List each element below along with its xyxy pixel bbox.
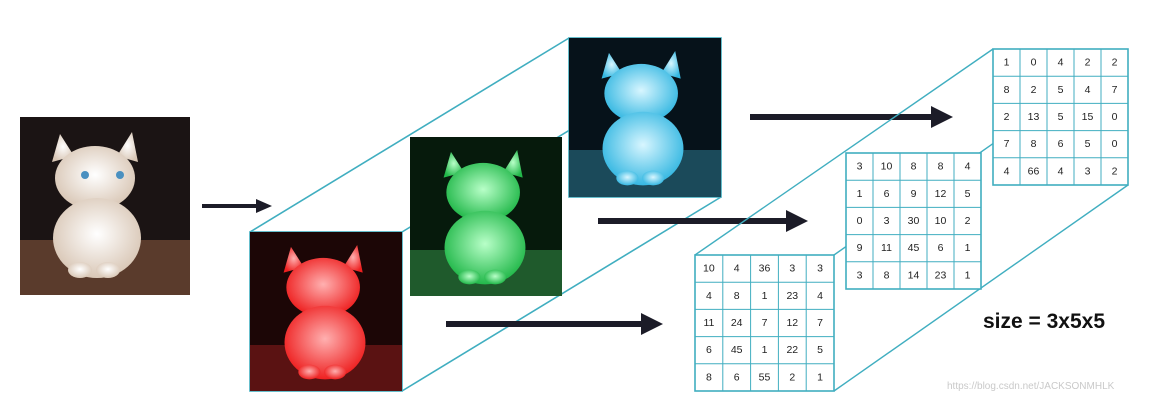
green-matrix-border	[845, 152, 982, 290]
red-matrix-cell: 1	[817, 371, 823, 383]
blue-matrix-cell: 1	[1004, 57, 1010, 69]
blue-matrix-cell: 2	[1085, 57, 1091, 69]
red-matrix-cell: 8	[734, 290, 740, 302]
red-matrix-cell: 11	[703, 317, 714, 329]
green-matrix-cell: 10	[881, 161, 893, 173]
red-matrix-cell: 45	[731, 344, 743, 356]
green-matrix-cell: 3	[857, 269, 863, 281]
blue-matrix-cell: 4	[1085, 84, 1091, 96]
red-matrix-cell: 6	[734, 371, 740, 383]
blue-matrix-cell: 8	[1004, 84, 1010, 96]
blue-matrix-cell: 0	[1112, 111, 1118, 123]
green-matrix-cell: 0	[857, 215, 863, 227]
green-matrix-cell: 8	[938, 161, 944, 173]
blue-matrix-cell: 5	[1058, 84, 1064, 96]
green-matrix-cell: 5	[965, 188, 971, 200]
red-matrix-cell: 3	[789, 263, 795, 275]
red-matrix-cell: 5	[817, 344, 823, 356]
red-matrix-cell: 4	[706, 290, 712, 302]
red-matrix-cell: 24	[731, 317, 743, 329]
green-matrix-cell: 14	[908, 269, 920, 281]
red-matrix-cell: 7	[817, 317, 823, 329]
arrow-blue-to-matrix	[750, 106, 953, 128]
red-matrix-cell: 55	[759, 371, 771, 383]
blue-channel-matrix: 1 0 4 2 2 8 2 5 4 7 2 13 5 15 0 7 8 6 5 0 4 66 4 3 2	[992, 48, 1129, 186]
green-matrix-cell: 23	[935, 269, 947, 281]
blue-matrix-cell: 7	[1004, 138, 1010, 150]
red-matrix-cell: 3	[817, 263, 823, 275]
blue-matrix-cell: 4	[1004, 165, 1010, 177]
blue-matrix-cell: 13	[1028, 111, 1040, 123]
red-matrix-cell: 7	[762, 317, 768, 329]
green-matrix-cell: 30	[908, 215, 920, 227]
blue-matrix-cell: 4	[1058, 57, 1064, 69]
blue-matrix-cell: 5	[1058, 111, 1064, 123]
blue-matrix-cell: 0	[1112, 138, 1118, 150]
arrow-red-to-matrix	[446, 313, 663, 335]
green-matrix-cell: 6	[938, 242, 944, 254]
green-matrix-cell: 9	[911, 188, 917, 200]
red-matrix-cell: 36	[759, 263, 771, 275]
green-matrix-cell: 6	[884, 188, 890, 200]
original-cat-photo	[20, 117, 190, 295]
blue-matrix-cell: 2	[1004, 111, 1010, 123]
green-matrix-cell: 4	[965, 161, 971, 173]
green-matrix-cell: 3	[884, 215, 890, 227]
blue-matrix-cell: 66	[1028, 165, 1040, 177]
red-matrix-cell: 12	[786, 317, 798, 329]
green-matrix-cell: 10	[935, 215, 947, 227]
red-matrix-cell: 4	[734, 263, 740, 275]
green-matrix-cell: 2	[965, 215, 971, 227]
arrow-to-channels	[202, 199, 272, 213]
blue-matrix-cell: 6	[1058, 138, 1064, 150]
red-matrix-cell: 8	[706, 371, 712, 383]
blue-matrix-cell: 15	[1082, 111, 1094, 123]
green-matrix-cell: 1	[965, 269, 971, 281]
red-matrix-cell: 1	[762, 344, 768, 356]
green-matrix-cell: 11	[881, 242, 892, 254]
red-matrix-border	[694, 254, 835, 392]
blue-matrix-cell: 4	[1058, 165, 1064, 177]
red-matrix-cell: 22	[786, 344, 798, 356]
red-matrix-cell: 4	[817, 290, 823, 302]
green-channel-image	[410, 137, 562, 296]
red-matrix-cell: 23	[786, 290, 798, 302]
red-channel-image	[250, 232, 402, 391]
green-channel-matrix: 3 10 8 8 4 1 6 9 12 5 0 3 30 10 2 9 11 45 6 1 3 8 14 23 1	[845, 152, 982, 290]
blue-matrix-cell: 8	[1031, 138, 1037, 150]
red-matrix-cell: 2	[789, 371, 795, 383]
green-matrix-cell: 8	[911, 161, 917, 173]
arrow-green-to-matrix	[598, 210, 808, 232]
blue-matrix-cell: 2	[1112, 57, 1118, 69]
red-matrix-cell: 10	[703, 263, 715, 275]
blue-matrix-cell: 2	[1031, 84, 1037, 96]
blue-channel-image	[569, 38, 721, 197]
blue-matrix-cell: 7	[1112, 84, 1118, 96]
green-matrix-cell: 12	[935, 188, 947, 200]
green-matrix-cell: 3	[857, 161, 863, 173]
red-matrix-cell: 1	[762, 290, 768, 302]
blue-matrix-cell: 3	[1085, 165, 1091, 177]
green-matrix-cell: 9	[857, 242, 863, 254]
size-caption: size = 3x5x5	[983, 310, 1106, 333]
blue-matrix-border	[992, 48, 1129, 186]
blue-matrix-cell: 0	[1031, 57, 1037, 69]
blue-matrix-cell: 5	[1085, 138, 1091, 150]
green-matrix-cell: 8	[884, 269, 890, 281]
blue-matrix-cell: 2	[1112, 165, 1118, 177]
red-matrix-cell: 6	[706, 344, 712, 356]
green-matrix-cell: 1	[857, 188, 863, 200]
watermark-text: https://blog.csdn.net/JACKSONMHLK	[947, 381, 1115, 392]
green-matrix-cell: 45	[908, 242, 920, 254]
green-matrix-cell: 1	[965, 242, 971, 254]
red-channel-matrix: 10 4 36 3 3 4 8 1 23 4 11 24 7 12 7 6 45 1 22 5 8 6 55 2 1	[694, 254, 835, 392]
